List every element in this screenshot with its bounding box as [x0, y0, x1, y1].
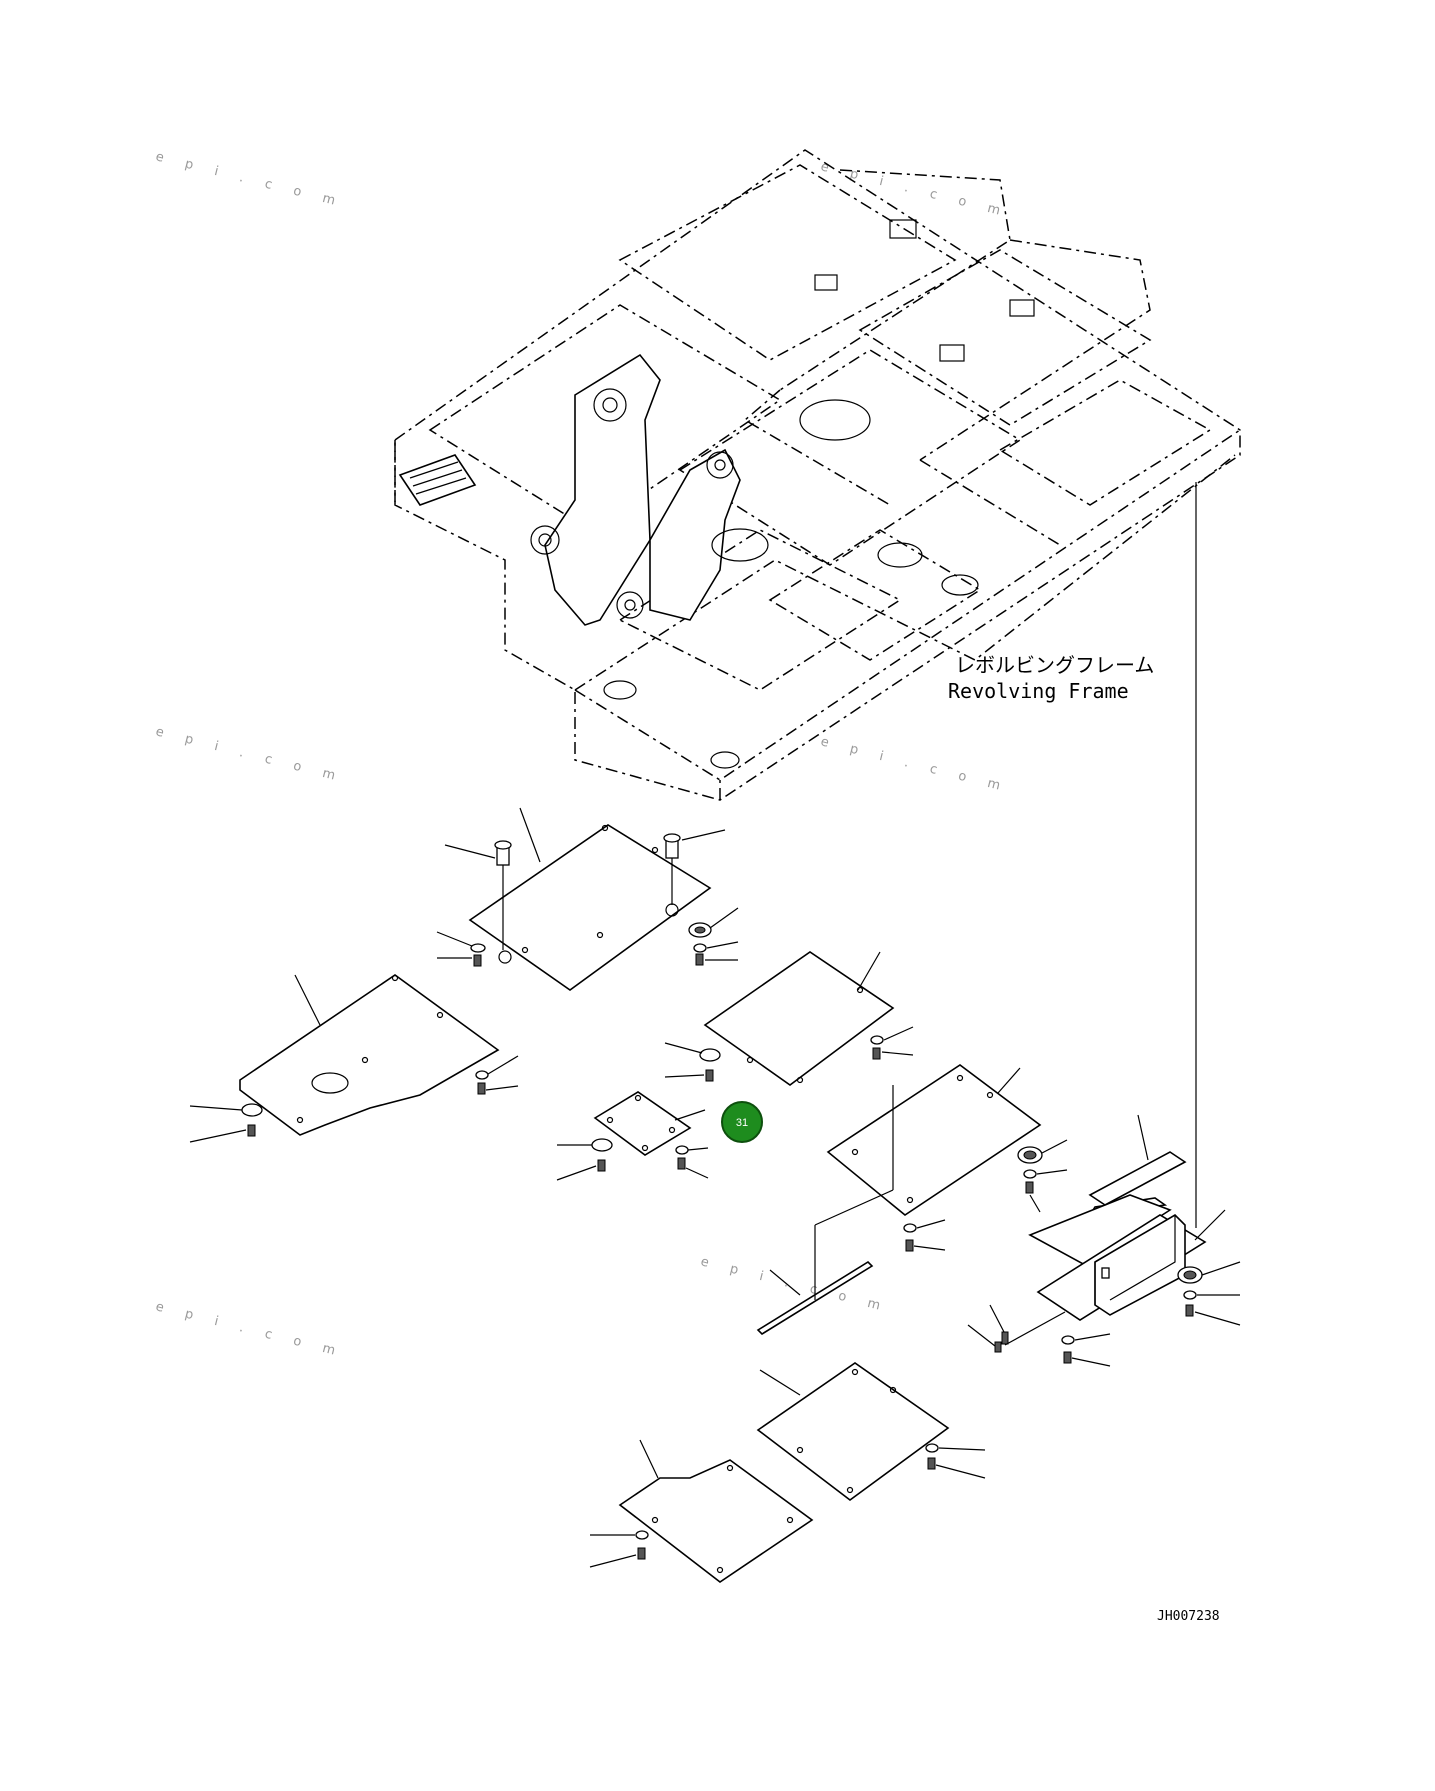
cover-plate-h: [618, 1439, 814, 1583]
cover-plate-c: [703, 951, 895, 1086]
hardware-set-a: [436, 907, 739, 967]
watermark-top-right: e p i . c o m: [819, 159, 1010, 220]
hardware-set-b: [189, 1055, 519, 1143]
watermark-mid-left: e p i . c o m: [154, 724, 345, 785]
hardware-set-f: [967, 1261, 1241, 1367]
pin-right: [663, 829, 726, 905]
seal-strip: [756, 1189, 894, 1336]
cover-plate-d: [593, 1091, 706, 1156]
hardware-set-e: [903, 1139, 1068, 1252]
hardware-set-c: [664, 1026, 914, 1082]
callout-31-badge[interactable]: [721, 1101, 763, 1143]
cover-plate-e: [826, 1064, 1042, 1216]
frame-label-en: Revolving Frame: [948, 679, 1129, 703]
watermark-low-left: e p i . c o m: [154, 1299, 345, 1360]
pin-left: [444, 840, 512, 950]
cover-plate-a: [468, 807, 712, 991]
cover-plate-g: [756, 1362, 950, 1501]
frame-label-jp: レボルビングフレーム: [955, 653, 1154, 677]
callout-31-number: 31: [736, 1117, 748, 1129]
revolving-frame: [394, 149, 1241, 801]
drawing-code: JH007238: [1157, 1609, 1220, 1624]
hardware-set-g: [925, 1443, 986, 1479]
watermark-top-left: e p i . c o m: [154, 149, 345, 210]
cover-plate-b: [239, 974, 500, 1136]
callout-31[interactable]: 31: [721, 1101, 763, 1143]
hardware-set-h: [589, 1530, 649, 1568]
hardware-set-d: [556, 1138, 709, 1181]
watermark-mid-right: e p i . c o m: [819, 734, 1010, 795]
frame-label: レボルビングフレーム Revolving Frame: [948, 653, 1154, 703]
